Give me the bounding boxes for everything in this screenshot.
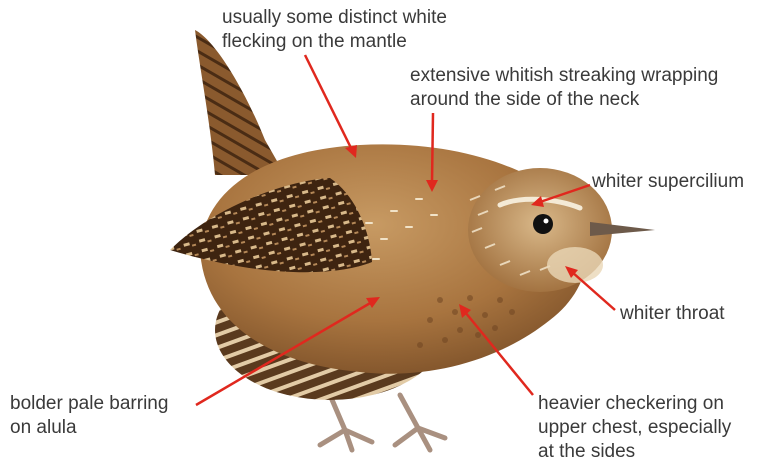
label-chest: heavier checkering on upper chest, espec… xyxy=(538,392,731,464)
label-line: around the side of the neck xyxy=(410,88,718,112)
label-line: bolder pale barring xyxy=(10,392,168,416)
beak xyxy=(590,222,655,236)
label-line: extensive whitish streaking wrapping xyxy=(410,64,718,88)
throat xyxy=(547,247,603,283)
label-line: upper chest, especially xyxy=(538,416,731,440)
label-neck: extensive whitish streaking wrapping aro… xyxy=(410,64,718,112)
label-line: on alula xyxy=(10,416,168,440)
label-alula: bolder pale barring on alula xyxy=(10,392,168,440)
legs xyxy=(320,395,445,450)
label-line: whiter throat xyxy=(620,302,725,326)
label-supercilium: whiter supercilium xyxy=(592,170,744,194)
label-line: whiter supercilium xyxy=(592,170,744,194)
eye xyxy=(533,214,553,234)
label-line: usually some distinct white xyxy=(222,6,447,30)
label-line: flecking on the mantle xyxy=(222,30,447,54)
label-line: at the sides xyxy=(538,440,731,464)
label-mantle: usually some distinct white flecking on … xyxy=(222,6,447,54)
label-throat: whiter throat xyxy=(620,302,725,326)
wing xyxy=(170,178,372,272)
label-line: heavier checkering on xyxy=(538,392,731,416)
